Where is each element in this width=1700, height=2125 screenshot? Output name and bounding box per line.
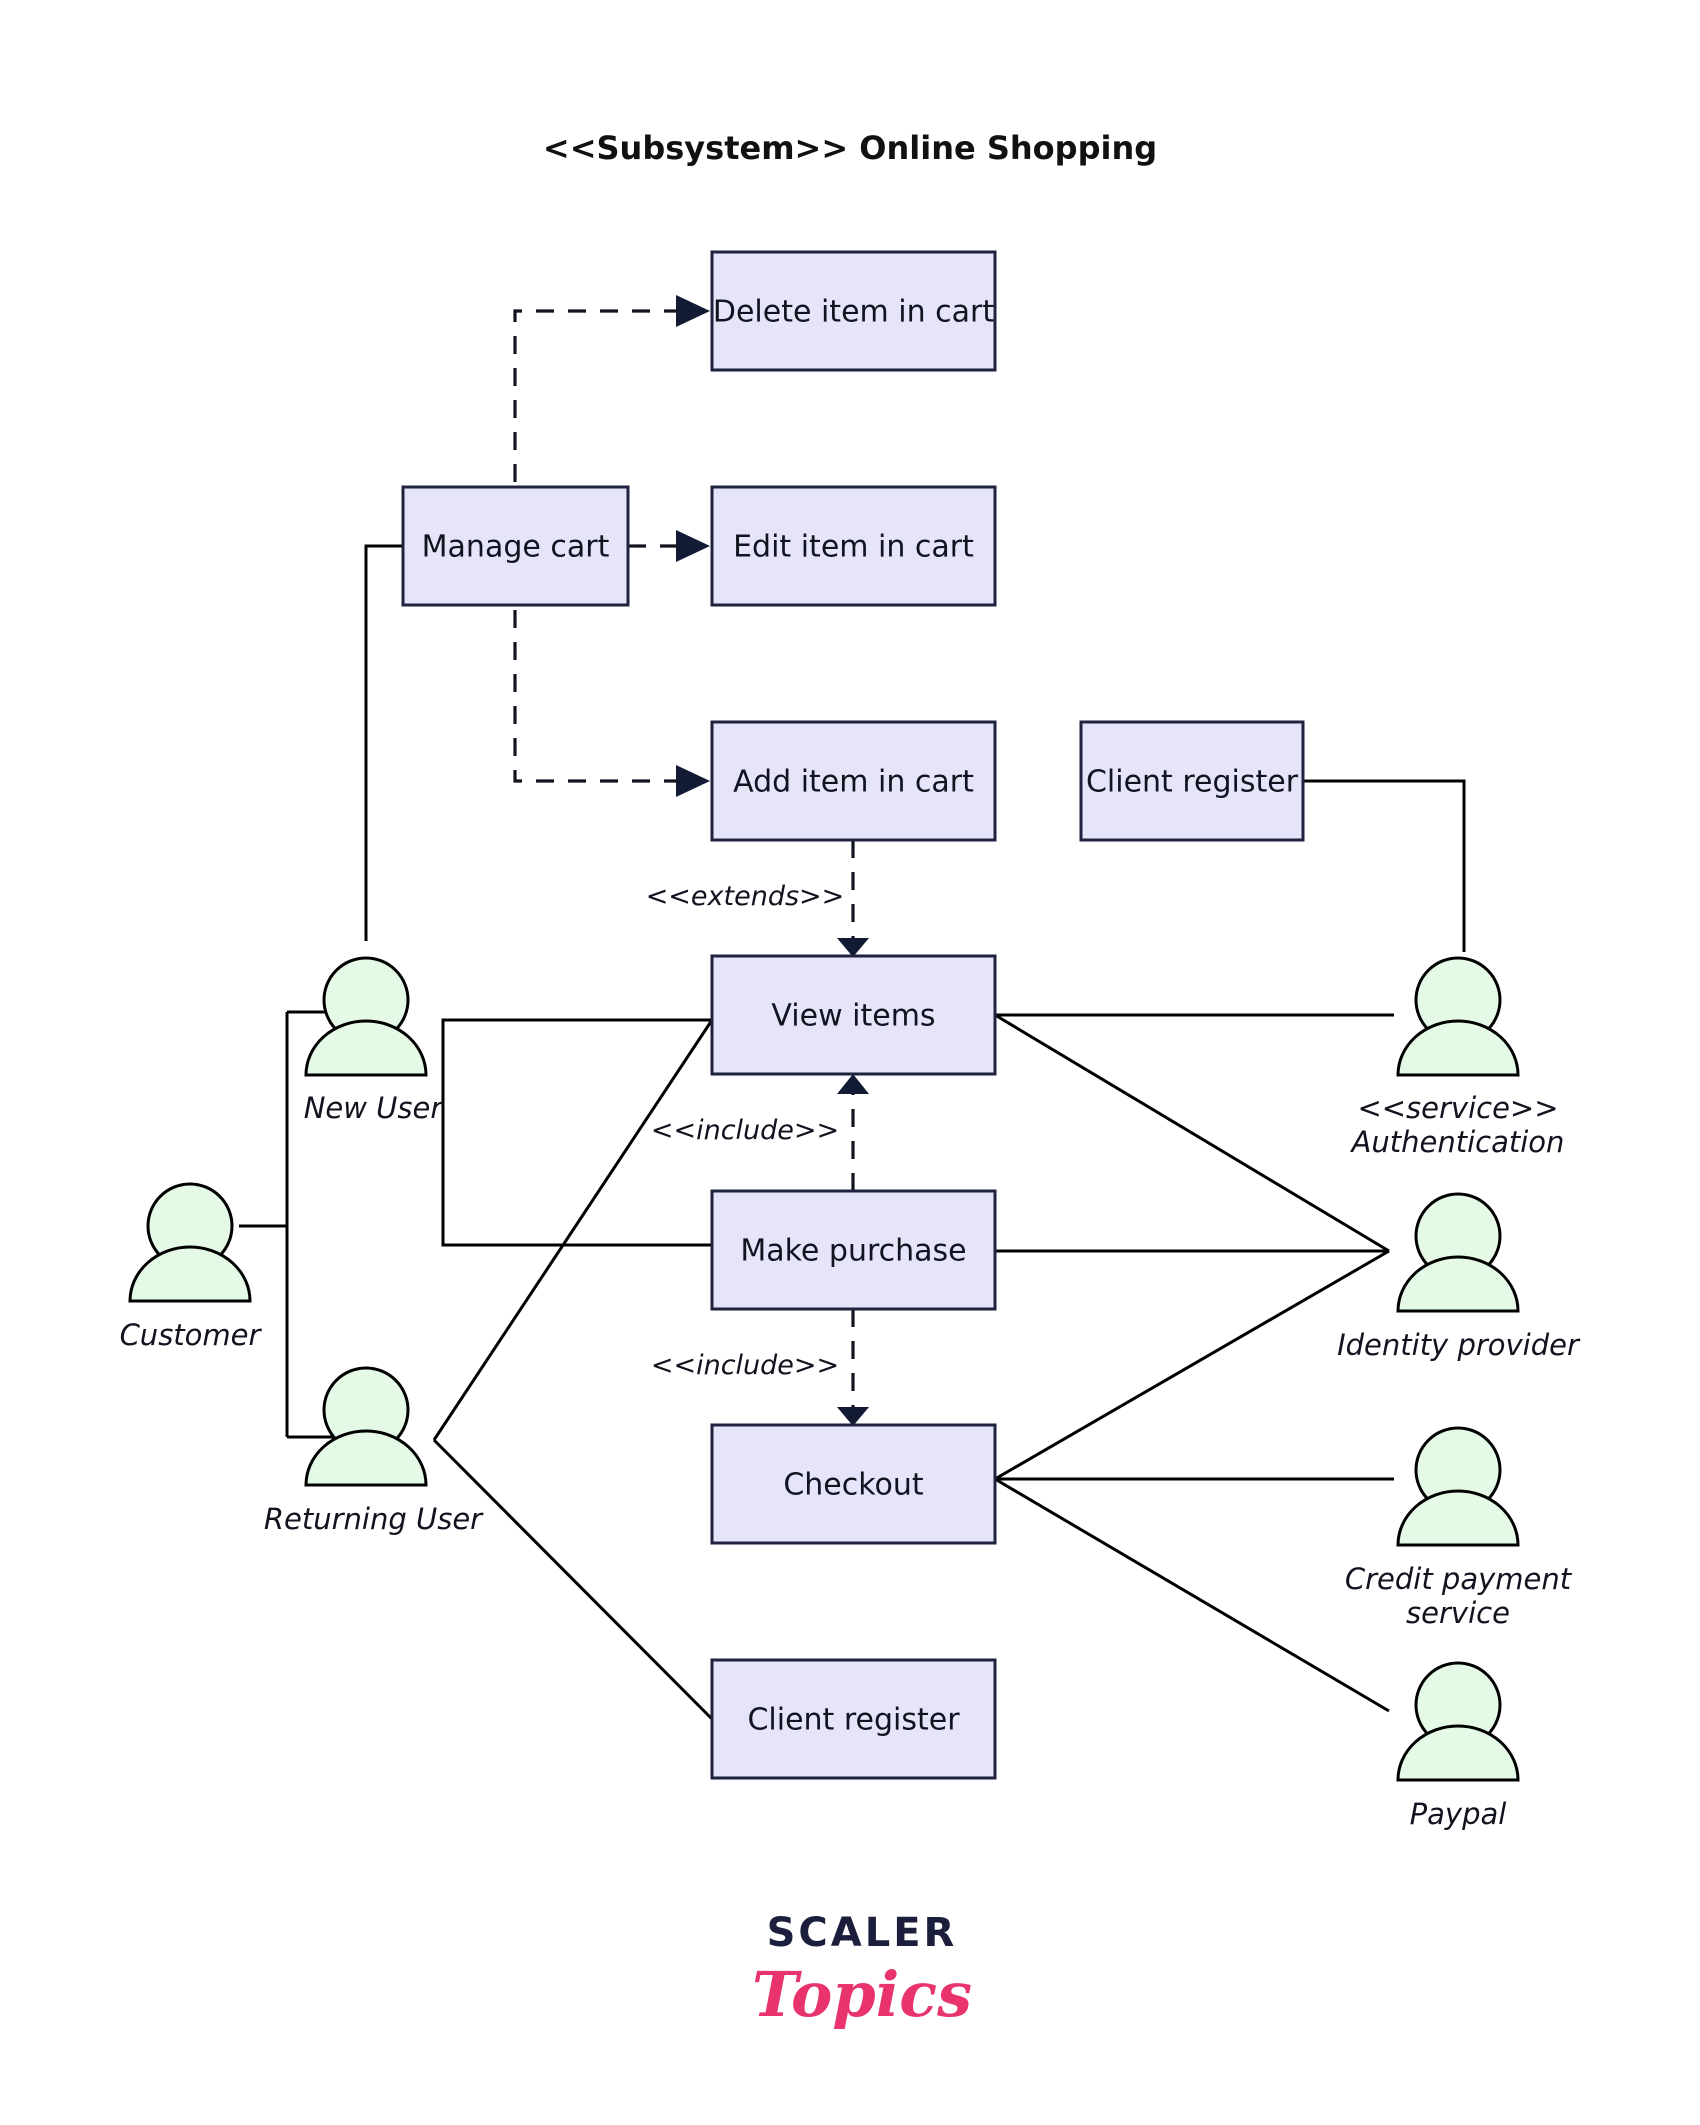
use-case-box[interactable] — [710, 485, 997, 607]
use-case-manage-cart[interactable]: Manage cart — [401, 485, 630, 607]
arrowhead-include-checkout — [837, 1407, 869, 1426]
use-case-make-purchase[interactable]: Make purchase — [710, 1189, 997, 1311]
logo-scaler-text: SCALER — [767, 1910, 958, 1956]
use-case-client-register-top[interactable]: Client register — [1079, 720, 1305, 842]
use-case-box[interactable] — [710, 720, 997, 842]
arrowhead-deleteitem — [676, 295, 710, 327]
arrowhead-additem — [676, 765, 710, 797]
use-case-edit-item-in-cart[interactable]: Edit item in cart — [710, 485, 997, 607]
relationship-labels: <<extends>> <<include>> <<include>> — [646, 881, 845, 1381]
use-case-label: Make purchase — [740, 1234, 966, 1269]
arrowhead-edititem — [676, 530, 710, 562]
actor-label: Paypal — [1410, 1797, 1507, 1831]
use-case-label: Add item in cart — [733, 765, 974, 800]
arrowhead-include-viewitems — [837, 1074, 869, 1094]
dep-managecart-additem — [513, 546, 676, 783]
actor-new-user[interactable]: New User — [304, 956, 445, 1125]
use-case-label: Checkout — [783, 1468, 924, 1503]
use-case-label: Delete item in cart — [713, 295, 995, 330]
include-label-viewitems: <<include>> — [651, 1115, 839, 1146]
use-case-box[interactable] — [1079, 720, 1305, 842]
assoc-newuser-viewitems-makepurchase — [441, 1018, 712, 1247]
use-case-delete-item-in-cart[interactable]: Delete item in cart — [710, 250, 997, 372]
assoc-returninguser-viewitems — [432, 1019, 714, 1441]
use-case-client-register-bottom[interactable]: Client register — [710, 1658, 997, 1780]
use-case-label: Manage cart — [422, 530, 610, 565]
actor-returning-user[interactable]: Returning User — [264, 1366, 484, 1536]
actor-label: Authentication — [1350, 1125, 1565, 1159]
use-case-checkout[interactable]: Checkout — [710, 1423, 997, 1545]
assoc-checkout-paypal — [994, 1477, 1390, 1713]
use-case-label: Client register — [747, 1703, 960, 1738]
actor-body-icon — [128, 1245, 252, 1303]
use-case-box[interactable] — [710, 250, 997, 372]
use-case-label: Edit item in cart — [733, 530, 974, 565]
use-case-box[interactable] — [401, 485, 630, 607]
actor-body-icon — [304, 1019, 428, 1077]
actor-body-icon — [1396, 1019, 1520, 1077]
actor-label: Identity provider — [1337, 1328, 1581, 1362]
actor-label: Customer — [120, 1318, 263, 1352]
include-label-checkout: <<include>> — [651, 1350, 839, 1381]
use-case-box[interactable] — [710, 954, 997, 1076]
use-case-view-items[interactable]: View items — [710, 954, 997, 1076]
assoc-viewitems-identity — [994, 1013, 1390, 1253]
actor-label: Credit payment — [1345, 1562, 1573, 1596]
arrowhead-extends — [837, 938, 869, 957]
use-case-label: Client register — [1086, 765, 1299, 800]
actor-label: Returning User — [264, 1502, 484, 1536]
extends-label: <<extends>> — [646, 881, 845, 912]
scaler-topics-logo: SCALER Topics — [752, 1910, 972, 2031]
assoc-managecart-newuser — [364, 544, 403, 941]
assoc-clientregistertop-authentication — [1303, 779, 1466, 952]
actor-body-icon — [1396, 1724, 1520, 1782]
actor-body-icon — [1396, 1255, 1520, 1313]
actor-paypal[interactable]: Paypal — [1396, 1661, 1520, 1831]
association-lines — [239, 544, 1466, 1721]
actors: New User Customer Returning User <<servi… — [120, 956, 1581, 1831]
use-case-boxes: Delete item in cart Manage cart Edit ite… — [401, 250, 1305, 1780]
dependency-lines — [513, 295, 869, 1426]
actor-label-line2: service — [1406, 1596, 1510, 1630]
actor-customer[interactable]: Customer — [120, 1182, 263, 1352]
dep-managecart-deleteitem — [513, 309, 676, 546]
actor-stereotype-label: <<service>> — [1357, 1091, 1558, 1125]
actor-authentication-service[interactable]: <<service>> Authentication — [1350, 956, 1565, 1159]
page-title: <<Subsystem>> Online Shopping — [543, 129, 1157, 167]
actor-label: New User — [304, 1091, 445, 1125]
assoc-returninguser-clientregister — [432, 1438, 714, 1721]
actor-body-icon — [304, 1429, 428, 1487]
use-case-label: View items — [771, 999, 935, 1034]
logo-topics-text: Topics — [752, 1958, 972, 2031]
actor-identity-provider[interactable]: Identity provider — [1337, 1192, 1581, 1362]
use-case-box[interactable] — [710, 1423, 997, 1545]
actor-body-icon — [1396, 1489, 1520, 1547]
use-case-add-item-in-cart[interactable]: Add item in cart — [710, 720, 997, 842]
assoc-checkout-identity — [994, 1249, 1390, 1481]
use-case-box[interactable] — [710, 1658, 997, 1780]
use-case-box[interactable] — [710, 1189, 997, 1311]
actor-credit-payment-service[interactable]: Credit payment service — [1345, 1426, 1573, 1630]
